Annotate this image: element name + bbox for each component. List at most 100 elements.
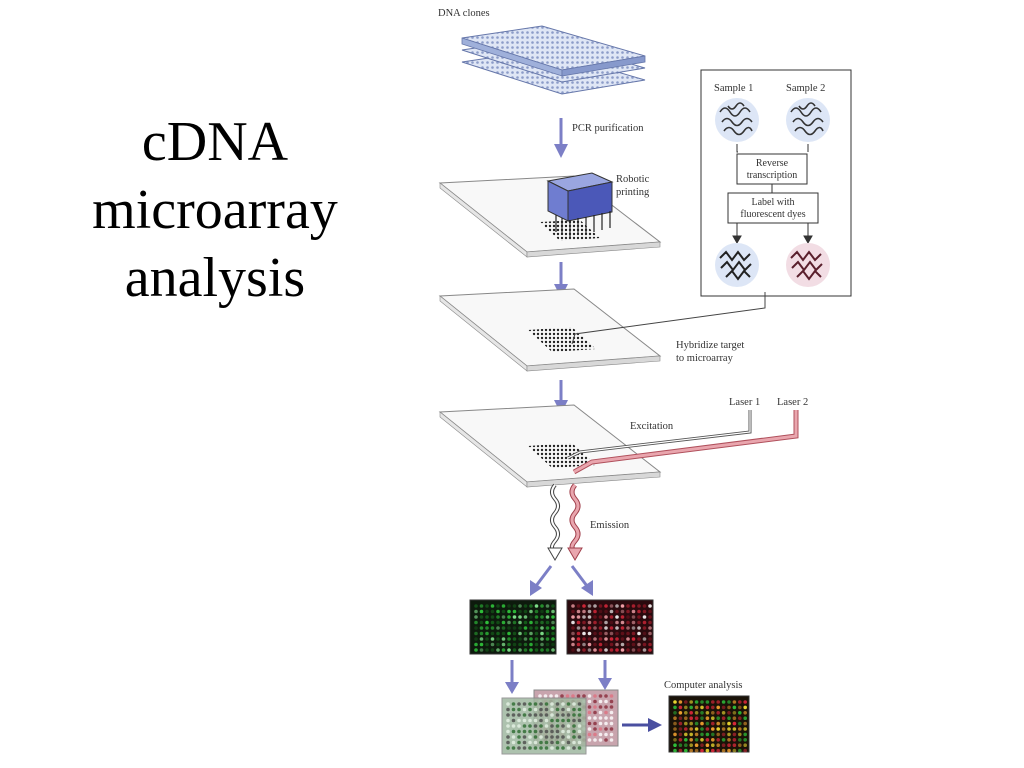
- array-spot: [604, 738, 608, 742]
- array-spot: [511, 735, 516, 739]
- array-spot: [501, 626, 506, 630]
- array-spot: [496, 609, 500, 614]
- array-spot: [576, 637, 581, 641]
- array-spot: [648, 637, 652, 641]
- array-spot: [518, 615, 522, 619]
- array-spot: [533, 740, 538, 745]
- array-spot: [501, 631, 506, 636]
- array-spot: [529, 620, 533, 625]
- array-spot: [615, 615, 619, 619]
- array-spot: [534, 637, 539, 641]
- label-pcr-purification: PCR purification: [572, 123, 644, 134]
- array-spot: [544, 724, 549, 728]
- array-spot: [539, 740, 543, 745]
- array-spot: [626, 604, 630, 608]
- array-spot: [626, 615, 630, 619]
- array-spot: [534, 631, 539, 636]
- array-spot: [743, 727, 747, 731]
- array-spot: [506, 713, 510, 717]
- array-spot: [490, 631, 495, 636]
- array-spot: [551, 609, 555, 614]
- array-spot: [518, 648, 522, 652]
- array-spot: [506, 729, 510, 734]
- array-spot: [512, 609, 517, 614]
- array-spot: [479, 626, 484, 630]
- array-spot: [507, 631, 511, 636]
- array-spot: [576, 626, 581, 630]
- array-spot: [479, 648, 484, 652]
- array-spot: [551, 642, 555, 647]
- array-spot: [631, 642, 636, 647]
- array-spot: [485, 604, 489, 608]
- array-spot: [479, 615, 484, 619]
- array-spot: [593, 710, 597, 715]
- array-spot: [485, 626, 489, 630]
- array-spot: [593, 699, 597, 704]
- array-spot: [620, 604, 625, 608]
- array-spot: [711, 738, 715, 742]
- array-spot: [474, 626, 478, 630]
- array-spot: [609, 609, 614, 614]
- array-spot: [545, 631, 550, 636]
- array-spot: [523, 637, 528, 641]
- array-spot: [700, 705, 704, 710]
- labeled-sample-2: [786, 243, 830, 287]
- array-spot: [673, 738, 677, 742]
- array-spot: [593, 637, 597, 641]
- array-spot: [609, 694, 614, 698]
- array-spot: [637, 609, 641, 614]
- array-spot: [577, 729, 582, 734]
- array-spot: [485, 620, 489, 625]
- array-spot: [550, 724, 554, 728]
- array-spot: [615, 648, 619, 652]
- array-spot: [540, 604, 544, 608]
- dna-clone-plates: [461, 25, 646, 95]
- array-spot: [593, 738, 597, 742]
- array-spot: [576, 631, 581, 636]
- array-spot: [642, 631, 647, 636]
- array-spot: [529, 648, 533, 652]
- array-spot: [637, 642, 641, 647]
- array-spot: [512, 604, 517, 608]
- array-spot: [528, 702, 532, 706]
- array-spot: [490, 620, 495, 625]
- array-spot: [615, 620, 619, 625]
- array-spot: [648, 609, 652, 614]
- array-spot: [529, 609, 533, 614]
- array-spot: [648, 626, 652, 630]
- array-spot: [637, 615, 641, 619]
- array-spot: [566, 746, 571, 750]
- array-spot: [550, 702, 554, 706]
- array-spot: [642, 637, 647, 641]
- array-spot: [506, 702, 510, 706]
- array-spot: [673, 721, 677, 726]
- emission-arrow-green: [547, 483, 563, 561]
- array-spot: [577, 740, 582, 745]
- array-spot: [522, 718, 527, 723]
- array-spot: [496, 642, 500, 647]
- array-spot: [518, 620, 522, 625]
- array-spot: [604, 705, 608, 709]
- array-spot: [554, 694, 559, 698]
- array-spot: [684, 748, 688, 753]
- array-spot: [576, 642, 581, 647]
- array-spot: [598, 604, 603, 608]
- array-spot: [716, 721, 720, 726]
- array-spot: [572, 729, 576, 734]
- array-spot: [705, 700, 710, 704]
- array-spot: [550, 746, 554, 750]
- array-spot: [716, 732, 720, 737]
- title-line-3: analysis: [124, 247, 306, 309]
- array-spot: [550, 718, 554, 723]
- array-spot: [485, 615, 489, 619]
- array-spot: [593, 620, 597, 625]
- array-spot: [555, 746, 560, 750]
- array-spot: [615, 609, 619, 614]
- array-spot: [561, 740, 565, 745]
- array-spot: [716, 711, 720, 715]
- array-spot: [577, 724, 582, 728]
- array-spot: [501, 609, 506, 614]
- array-spot: [721, 721, 726, 726]
- array-spot: [684, 743, 688, 747]
- array-spot: [474, 631, 478, 636]
